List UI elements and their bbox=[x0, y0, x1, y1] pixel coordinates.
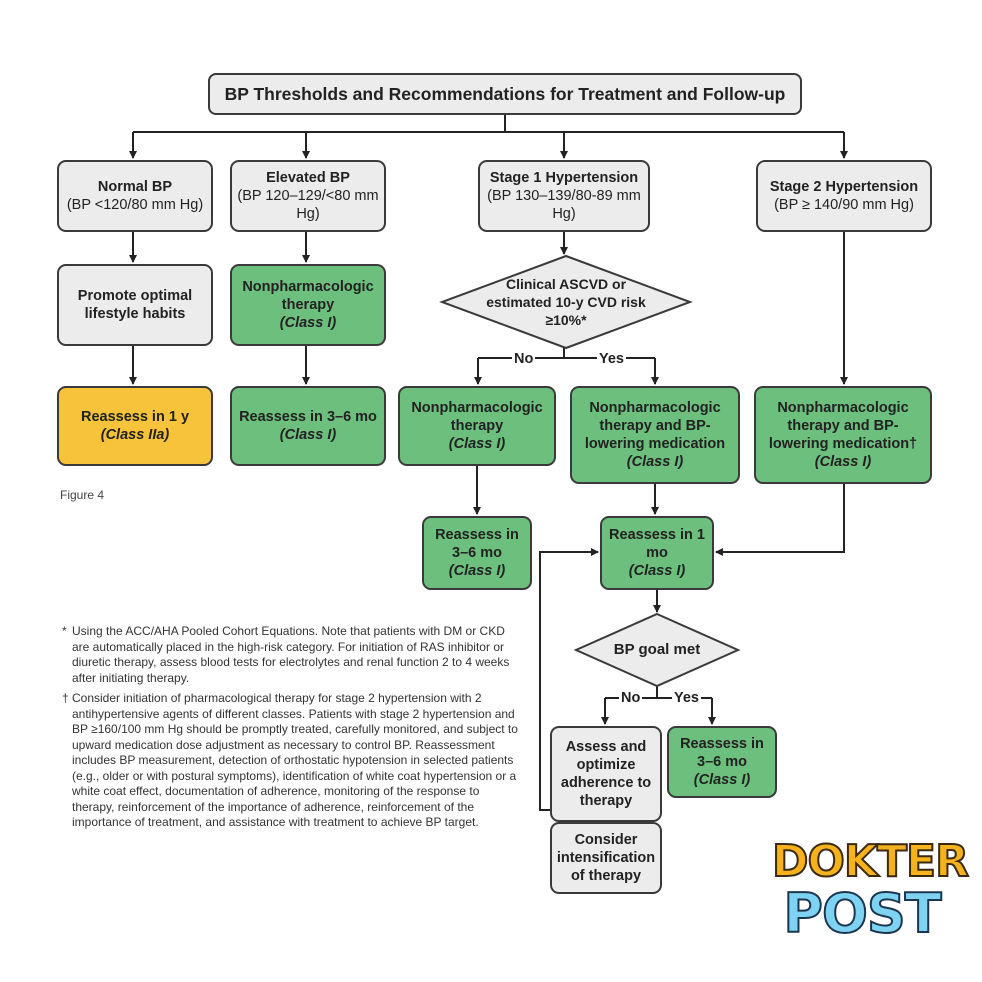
stage2-medication-box: Nonpharmacologic therapy and BP-lowering… bbox=[754, 386, 932, 484]
goal-met-reassess-box: Reassess in 3–6 mo (Class I) bbox=[667, 726, 777, 798]
stage1-reassess-box: Reassess in 3–6 mo (Class I) bbox=[422, 516, 532, 590]
ascvd-no-label: No bbox=[512, 351, 536, 367]
goal-no-label: No bbox=[619, 690, 643, 706]
normal-lifestyle-text: Promote optimal lifestyle habits bbox=[77, 288, 193, 322]
elevated-reassess-text: Reassess in 3–6 mo bbox=[239, 409, 377, 425]
stage1-reassess-class: (Class I) bbox=[448, 563, 506, 579]
logo-line1: DOKTER bbox=[771, 836, 970, 887]
normal-reassess-box: Reassess in 1 y (Class IIa) bbox=[57, 386, 213, 466]
elevated-nonpharm-text: Nonpharmacologic therapy bbox=[242, 279, 374, 313]
chart-title-text: BP Thresholds and Recommendations for Tr… bbox=[224, 84, 786, 104]
footnote-asterisk: * Using the ACC/AHA Pooled Cohort Equati… bbox=[62, 624, 522, 686]
stage2-box: Stage 2 Hypertension (BP ≥ 140/90 mm Hg) bbox=[756, 160, 932, 232]
footnote-mark: † bbox=[62, 691, 69, 705]
goal-met-reassess-class: (Class I) bbox=[693, 772, 751, 788]
elevated-reassess-class: (Class I) bbox=[279, 427, 337, 443]
normal-bp-box: Normal BP (BP <120/80 mm Hg) bbox=[57, 160, 213, 232]
stage1-medication-class: (Class I) bbox=[626, 454, 684, 470]
intensify-therapy-box: Consider intensification of therapy bbox=[550, 822, 662, 894]
elevated-bp-category: Elevated BP bbox=[266, 170, 350, 186]
stage2-category: Stage 2 Hypertension bbox=[769, 179, 919, 195]
footnote-text: Consider initiation of pharmacological t… bbox=[72, 691, 518, 829]
assess-adherence-box: Assess and optimize adherence to therapy bbox=[550, 726, 662, 822]
dokterpost-logo: DOKTER POST bbox=[771, 836, 970, 945]
elevated-nonpharm-box: Nonpharmacologic therapy (Class I) bbox=[230, 264, 386, 346]
stage1-category: Stage 1 Hypertension bbox=[489, 170, 639, 186]
stage1-box: Stage 1 Hypertension (BP 130–139/80-89 m… bbox=[478, 160, 650, 232]
ascvd-decision-label: Clinical ASCVD or estimated 10-y CVD ris… bbox=[486, 268, 646, 336]
stage1-nonpharm-text: Nonpharmacologic therapy bbox=[411, 400, 543, 434]
stage2-medication-text: Nonpharmacologic therapy and BP-lowering… bbox=[768, 400, 918, 452]
ascvd-yes-label: Yes bbox=[597, 351, 626, 367]
elevated-nonpharm-class: (Class I) bbox=[279, 315, 337, 331]
logo-line2: POST bbox=[782, 882, 942, 945]
figure-label: Figure 4 bbox=[60, 488, 105, 502]
stage1-nonpharm-class: (Class I) bbox=[448, 436, 506, 452]
bp-goal-text: BP goal met bbox=[613, 641, 701, 658]
stage1-reassess-text: Reassess in 3–6 mo bbox=[435, 527, 519, 561]
bp-goal-label: BP goal met bbox=[606, 638, 708, 662]
stage2-medication-class: (Class I) bbox=[814, 454, 872, 470]
stage2-range: (BP ≥ 140/90 mm Hg) bbox=[774, 197, 914, 213]
stage1-medication-text: Nonpharmacologic therapy and BP-lowering… bbox=[584, 400, 726, 452]
intensify-therapy-text: Consider intensification of therapy bbox=[556, 832, 656, 884]
reassess-1mo-text: Reassess in 1 mo bbox=[609, 527, 705, 561]
elevated-reassess-box: Reassess in 3–6 mo (Class I) bbox=[230, 386, 386, 466]
reassess-1mo-box: Reassess in 1 mo (Class I) bbox=[600, 516, 714, 590]
goal-met-reassess-text: Reassess in 3–6 mo bbox=[680, 736, 764, 770]
ascvd-decision-text: Clinical ASCVD or estimated 10-y CVD ris… bbox=[486, 276, 646, 328]
normal-bp-range: (BP <120/80 mm Hg) bbox=[66, 197, 204, 213]
elevated-bp-box: Elevated BP (BP 120–129/<80 mm Hg) bbox=[230, 160, 386, 232]
chart-title: BP Thresholds and Recommendations for Tr… bbox=[208, 73, 802, 115]
ascvd-decision-diamond bbox=[439, 254, 693, 350]
bp-goal-diamond bbox=[573, 612, 741, 688]
footnote-mark: * bbox=[62, 624, 67, 638]
footnote-dagger: † Consider initiation of pharmacological… bbox=[62, 691, 522, 831]
footnotes: * Using the ACC/AHA Pooled Cohort Equati… bbox=[62, 624, 522, 836]
assess-adherence-text: Assess and optimize adherence to therapy bbox=[560, 739, 652, 809]
stage1-nonpharm-box: Nonpharmacologic therapy (Class I) bbox=[398, 386, 556, 466]
normal-reassess-class: (Class IIa) bbox=[100, 427, 170, 443]
stage1-medication-box: Nonpharmacologic therapy and BP-lowering… bbox=[570, 386, 740, 484]
stage1-range: (BP 130–139/80-89 mm Hg) bbox=[487, 188, 641, 222]
elevated-bp-range: (BP 120–129/<80 mm Hg) bbox=[237, 188, 379, 222]
normal-lifestyle-box: Promote optimal lifestyle habits bbox=[57, 264, 213, 346]
reassess-1mo-class: (Class I) bbox=[628, 563, 686, 579]
goal-yes-label: Yes bbox=[672, 690, 701, 706]
footnote-text: Using the ACC/AHA Pooled Cohort Equation… bbox=[72, 624, 510, 685]
normal-bp-category: Normal BP bbox=[97, 179, 173, 195]
normal-reassess-text: Reassess in 1 y bbox=[80, 409, 190, 425]
